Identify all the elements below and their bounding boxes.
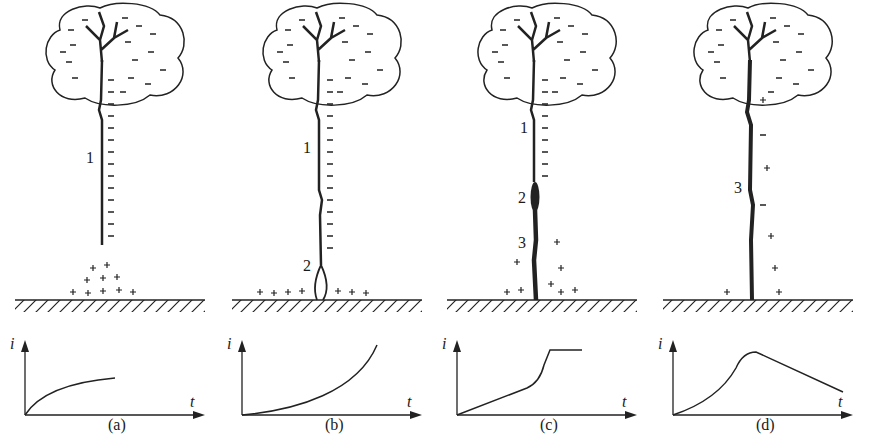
callout-number: 1 bbox=[520, 120, 528, 136]
callout-number: 1 bbox=[303, 140, 311, 156]
callout-number: 1 bbox=[86, 150, 94, 166]
axis-label: i bbox=[442, 336, 446, 352]
axis-label: t bbox=[838, 394, 842, 410]
axis-label: t bbox=[190, 394, 194, 410]
callout-number: 2 bbox=[303, 258, 311, 274]
panel-a bbox=[15, 3, 205, 419]
panel-label: (d) bbox=[756, 417, 775, 433]
panel-d bbox=[663, 3, 853, 419]
panel-c bbox=[447, 3, 637, 419]
axis-label: i bbox=[658, 336, 662, 352]
panel-label: (c) bbox=[540, 417, 558, 433]
axis-label: i bbox=[10, 336, 14, 352]
axis-label: t bbox=[407, 394, 411, 410]
axis-label: i bbox=[227, 336, 231, 352]
panel-label: (b) bbox=[325, 417, 344, 433]
axis-label: t bbox=[622, 394, 626, 410]
panel-b bbox=[232, 3, 422, 419]
panel-label: (a) bbox=[108, 417, 126, 433]
callout-number: 3 bbox=[518, 235, 526, 251]
callout-number: 3 bbox=[734, 180, 742, 196]
callout-number: 2 bbox=[518, 190, 526, 206]
